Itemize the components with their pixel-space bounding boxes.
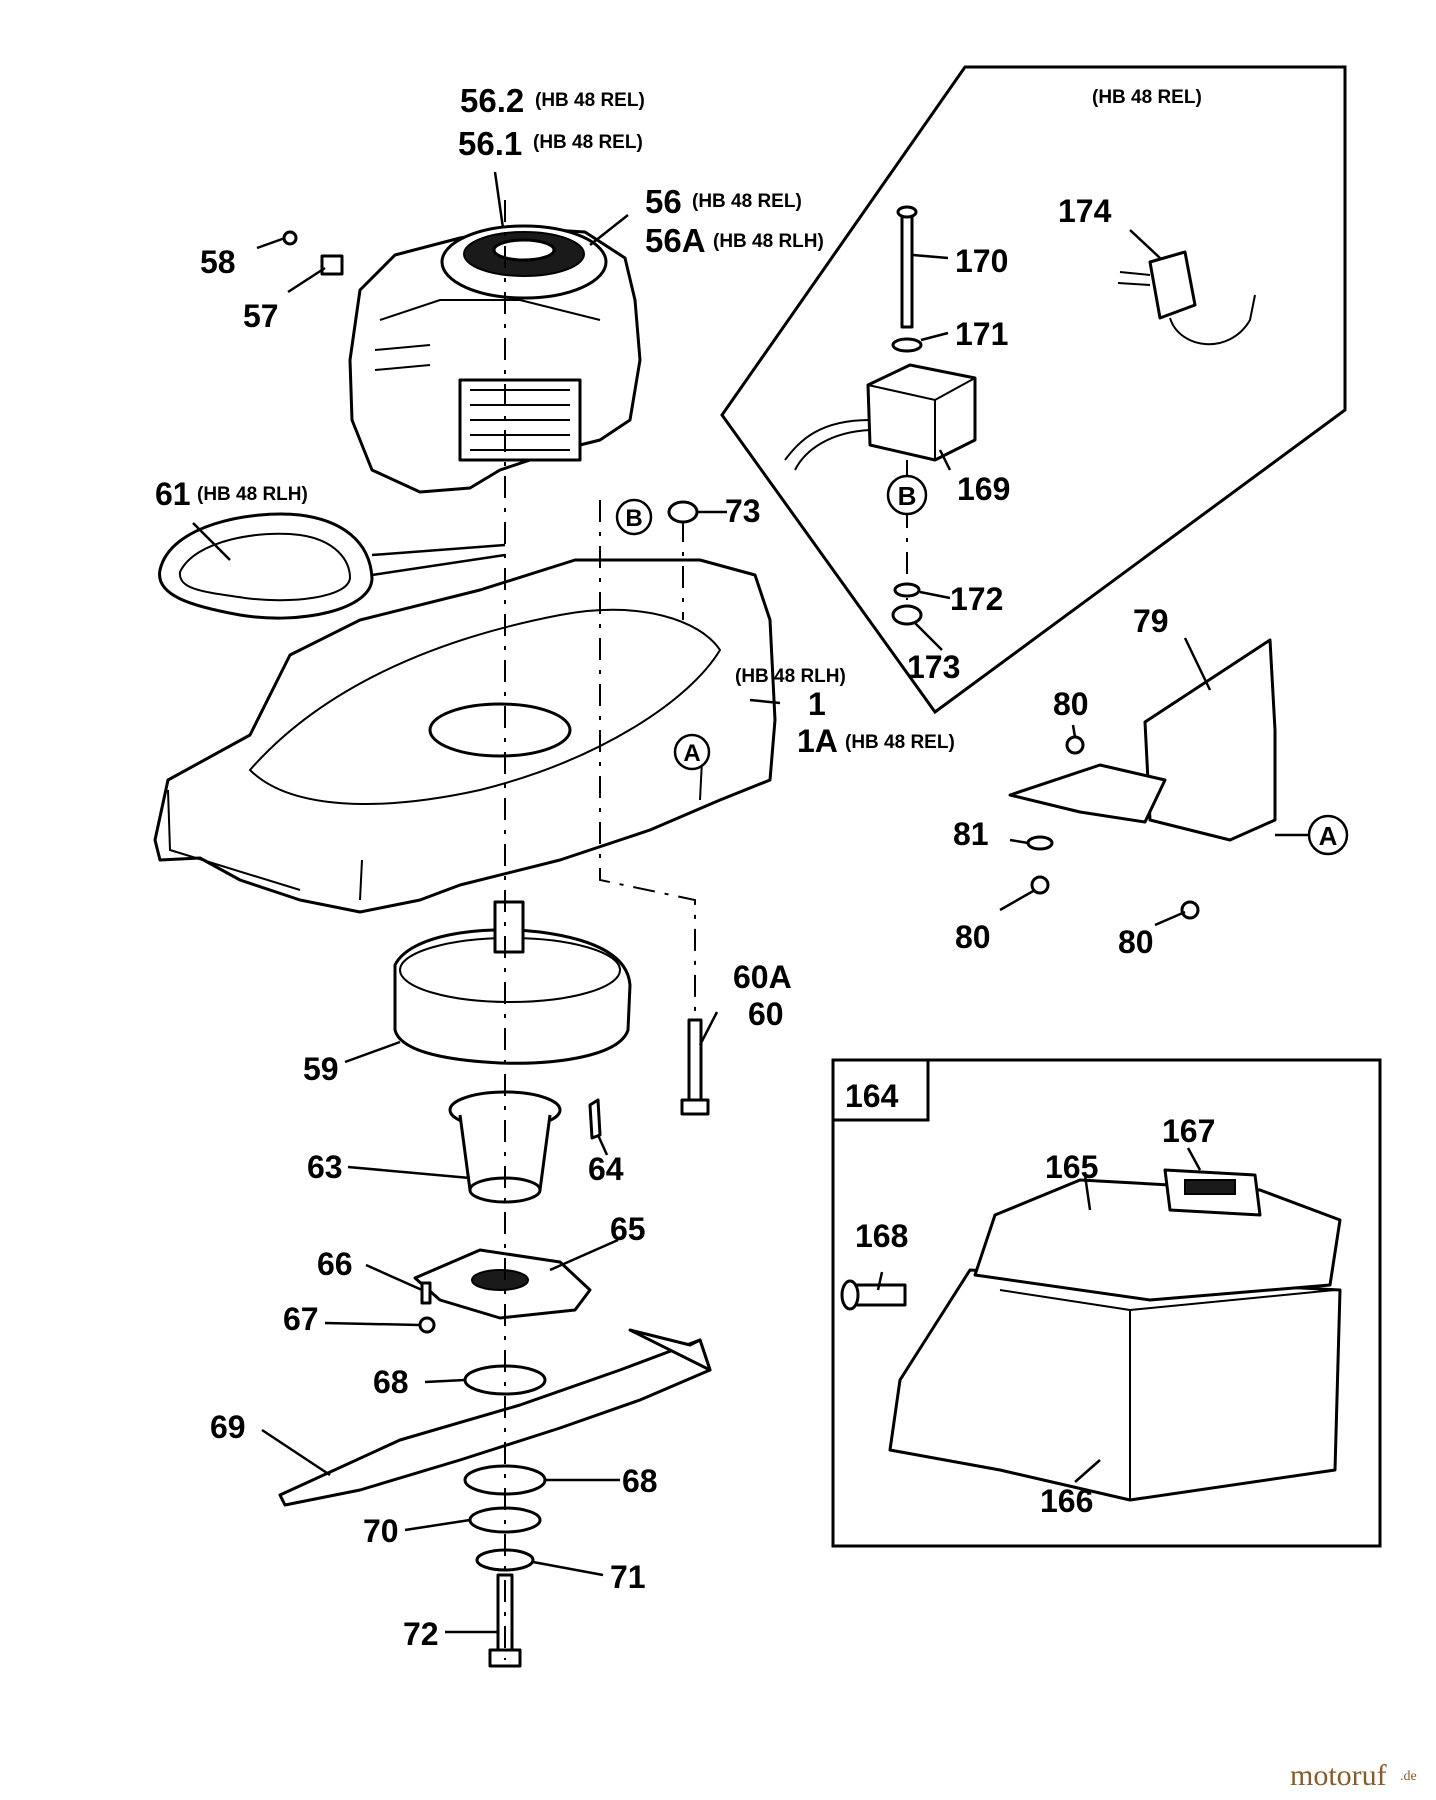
note-1a: (HB 48 REL) bbox=[845, 732, 955, 753]
nut-173[interactable] bbox=[891, 604, 923, 626]
label-68-lower: 68 bbox=[622, 1463, 658, 1499]
leader-lines bbox=[192, 171, 1212, 1634]
label-56-2: 56.2 bbox=[460, 82, 524, 119]
screw-80-top[interactable] bbox=[1065, 735, 1085, 755]
screw-80-bottom[interactable] bbox=[1030, 875, 1050, 895]
label-70: 70 bbox=[363, 1513, 399, 1549]
nut-73[interactable] bbox=[667, 500, 699, 524]
label-1a: 1A bbox=[797, 723, 838, 759]
baffle-61[interactable] bbox=[158, 512, 374, 620]
watermark-suffix: .de bbox=[1400, 1769, 1417, 1784]
charger-174[interactable] bbox=[1117, 250, 1256, 346]
label-166: 166 bbox=[1040, 1483, 1093, 1519]
note-1: (HB 48 RLH) bbox=[735, 666, 846, 687]
grass-bag-lid-165[interactable] bbox=[973, 1178, 1342, 1302]
washer-171[interactable] bbox=[891, 337, 923, 353]
label-1: 1 bbox=[808, 686, 826, 722]
label-56-1: 56.1 bbox=[458, 125, 522, 162]
svg-text:A: A bbox=[683, 740, 700, 767]
label-56: 56 bbox=[645, 183, 682, 220]
svg-text:B: B bbox=[625, 505, 642, 532]
note-56-1: (HB 48 REL) bbox=[533, 132, 643, 153]
fan-housing-59[interactable] bbox=[393, 900, 632, 1065]
label-58: 58 bbox=[200, 244, 236, 280]
label-56a: 56A bbox=[645, 222, 706, 259]
ref-marker-a-chute: A bbox=[1307, 814, 1349, 856]
inset-164-box bbox=[831, 1058, 930, 1122]
pin-64[interactable] bbox=[588, 1098, 602, 1140]
blade-carrier-65[interactable] bbox=[413, 1248, 592, 1320]
note-56-2: (HB 48 REL) bbox=[535, 90, 645, 111]
bolt-axis-b bbox=[599, 500, 696, 1020]
label-80-right: 80 bbox=[1118, 924, 1154, 960]
label-80-bottom: 80 bbox=[955, 919, 991, 955]
bolt-60[interactable] bbox=[680, 1018, 710, 1116]
label-173: 173 bbox=[907, 649, 960, 685]
label-171: 171 bbox=[955, 316, 1008, 352]
label-59: 59 bbox=[303, 1051, 339, 1087]
label-63: 63 bbox=[307, 1149, 343, 1185]
ref-marker-a-deck: A bbox=[673, 733, 711, 771]
screw-67[interactable] bbox=[418, 1316, 436, 1334]
ref-marker-b-inset: B bbox=[886, 474, 928, 516]
pin-168[interactable] bbox=[840, 1279, 907, 1311]
screw-58[interactable] bbox=[282, 230, 298, 246]
note-61: (HB 48 RLH) bbox=[197, 484, 308, 505]
note-56: (HB 48 REL) bbox=[692, 191, 802, 212]
label-174: 174 bbox=[1058, 193, 1112, 229]
spring-66[interactable] bbox=[420, 1281, 432, 1305]
washer-172[interactable] bbox=[893, 582, 921, 598]
label-165: 165 bbox=[1045, 1149, 1098, 1185]
rel-inset-panel bbox=[720, 65, 1347, 715]
watermark-brand: motoruf bbox=[1290, 1759, 1387, 1792]
ref-marker-b-deck: B bbox=[615, 498, 653, 536]
label-67: 67 bbox=[283, 1301, 319, 1337]
battery-169[interactable] bbox=[784, 363, 977, 471]
label-172: 172 bbox=[950, 581, 1003, 617]
label-81: 81 bbox=[953, 816, 989, 852]
deck-housing-1[interactable] bbox=[153, 558, 777, 914]
label-164: 164 bbox=[845, 1078, 899, 1114]
label-64: 64 bbox=[588, 1151, 624, 1187]
grass-bag-166[interactable] bbox=[888, 1268, 1342, 1502]
label-167: 167 bbox=[1162, 1113, 1215, 1149]
label-60: 60 bbox=[748, 996, 784, 1032]
svg-text:B: B bbox=[898, 481, 917, 511]
label-80-top: 80 bbox=[1053, 686, 1089, 722]
label-66: 66 bbox=[317, 1246, 353, 1282]
bolt-170[interactable] bbox=[896, 205, 918, 329]
blade-69[interactable] bbox=[278, 1328, 712, 1507]
label-168: 168 bbox=[855, 1218, 908, 1254]
engine-56[interactable] bbox=[348, 224, 642, 494]
discharge-chute-79[interactable] bbox=[1008, 638, 1277, 842]
label-60a: 60A bbox=[733, 959, 792, 995]
label-79: 79 bbox=[1133, 603, 1169, 639]
handle-167[interactable] bbox=[1163, 1168, 1262, 1217]
grass-bag-inset-frame bbox=[831, 1058, 1382, 1548]
label-61: 61 bbox=[155, 476, 191, 512]
label-73: 73 bbox=[725, 493, 761, 529]
label-71: 71 bbox=[610, 1559, 646, 1595]
note-inset: (HB 48 REL) bbox=[1092, 87, 1202, 108]
clip-57[interactable] bbox=[320, 254, 344, 276]
screw-80-right[interactable] bbox=[1180, 900, 1200, 920]
svg-text:A: A bbox=[1319, 821, 1338, 851]
label-65: 65 bbox=[610, 1211, 646, 1247]
note-56a: (HB 48 RLH) bbox=[713, 231, 824, 252]
label-69: 69 bbox=[210, 1409, 246, 1445]
label-169: 169 bbox=[957, 471, 1010, 507]
washer-81[interactable] bbox=[1026, 835, 1054, 851]
label-72: 72 bbox=[403, 1616, 439, 1652]
label-57: 57 bbox=[243, 298, 279, 334]
label-170: 170 bbox=[955, 243, 1008, 279]
label-68-upper: 68 bbox=[373, 1364, 409, 1400]
baffle-leader bbox=[371, 543, 506, 577]
